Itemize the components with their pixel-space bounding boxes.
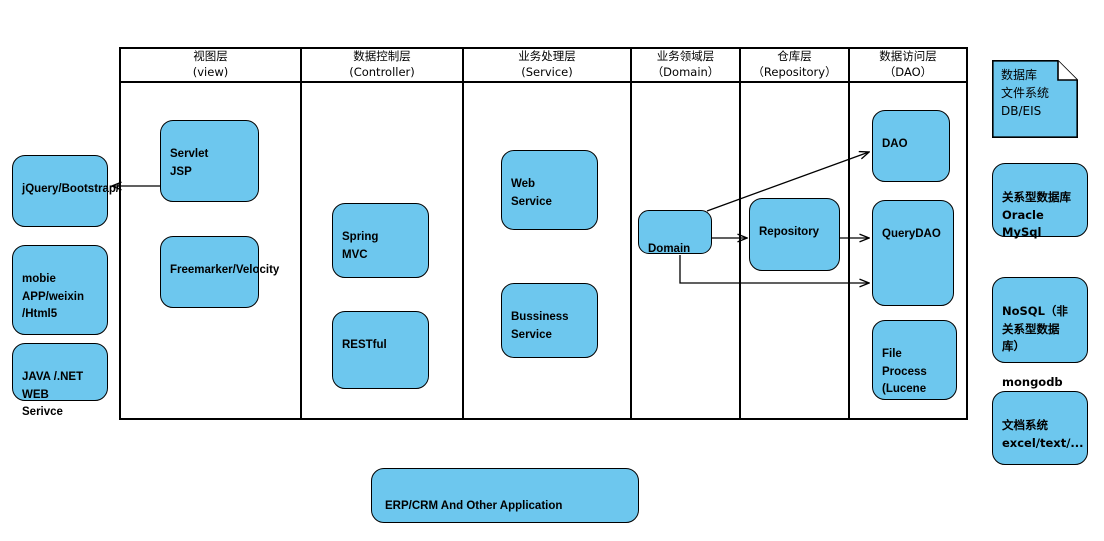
column-header-domain-cn: 业务领域层 <box>656 49 715 64</box>
erp-crm-box[interactable]: ERP/CRM And Other Application <box>371 468 639 523</box>
erp-crm-label: ERP/CRM And Other Application <box>385 499 563 512</box>
web-service-box[interactable]: Web Service <box>501 150 598 230</box>
column-header-controller: 数据控制层 (Controller) <box>302 49 464 81</box>
nosql-label: NoSQL（非关系型数据库） mongodb <box>1002 303 1068 390</box>
storage-note-label: 数据库 文件系统 DB/EIS <box>1001 68 1050 118</box>
docfs-box[interactable]: 文档系统 excel/text/... <box>992 391 1088 465</box>
restful-label: RESTful <box>342 338 387 351</box>
client-java-label: JAVA /.NET WEB Serivce <box>22 370 84 419</box>
column-header-service-cn: 业务处理层 <box>518 49 576 64</box>
rdbms-label: 关系型数据库 Oracle MySql <box>1002 189 1071 240</box>
client-java-box[interactable]: JAVA /.NET WEB Serivce <box>12 343 108 418</box>
file-process-label: File Process (Lucene <box>882 347 927 396</box>
column-header-service-en: (Service) <box>521 65 573 79</box>
column-body-view <box>121 83 302 418</box>
query-dao-box[interactable]: QueryDAO <box>872 200 954 306</box>
repository-box[interactable]: Repository <box>749 198 840 271</box>
layer-grid: 视图层 (view) 数据控制层 (Controller) 业务处理层 (Ser… <box>119 47 968 420</box>
column-header-domain-en: （Domain） <box>651 65 720 79</box>
business-service-box[interactable]: Bussiness Service <box>501 283 598 358</box>
column-header-view: 视图层 (view) <box>121 49 302 81</box>
freemarker-box[interactable]: Freemarker/Velocity <box>160 236 279 308</box>
query-dao-label: QueryDAO <box>882 227 941 240</box>
layer-body-row <box>121 83 966 418</box>
note-shape-icon <box>992 60 1078 138</box>
layer-header-row: 视图层 (view) 数据控制层 (Controller) 业务处理层 (Ser… <box>121 49 966 83</box>
column-header-controller-en: (Controller) <box>349 65 415 79</box>
column-header-service: 业务处理层 (Service) <box>464 49 632 81</box>
column-header-dao-en: （DAO） <box>883 65 933 79</box>
servlet-jsp-label: Servlet JSP <box>170 147 209 178</box>
freemarker-label: Freemarker/Velocity <box>170 263 280 276</box>
web-service-label: Web Service <box>511 177 552 208</box>
storage-note[interactable]: 数据库 文件系统 DB/EIS <box>992 60 1078 138</box>
client-mobile-label: mobie APP/weixin /Html5 <box>22 272 84 321</box>
column-header-view-cn: 视图层 <box>193 49 228 64</box>
docfs-label: 文档系统 excel/text/... <box>1002 417 1084 450</box>
column-header-dao-cn: 数据访问层 <box>879 49 937 64</box>
repository-label: Repository <box>759 225 820 238</box>
nosql-box[interactable]: NoSQL（非关系型数据库） mongodb <box>992 277 1088 389</box>
domain-label: Domain <box>648 242 691 255</box>
column-header-dao: 数据访问层 （DAO） <box>850 49 966 81</box>
column-body-controller <box>302 83 464 418</box>
column-header-domain: 业务领域层 （Domain） <box>632 49 741 81</box>
file-process-box[interactable]: File Process (Lucene <box>872 320 957 400</box>
servlet-jsp-box[interactable]: Servlet JSP <box>160 120 259 202</box>
dao-label: DAO <box>882 137 908 150</box>
dao-box[interactable]: DAO <box>872 110 950 182</box>
column-header-view-en: (view) <box>192 65 229 79</box>
domain-box[interactable]: Domain <box>638 210 712 255</box>
column-header-repository-en: （Repository） <box>752 65 837 79</box>
column-header-controller-cn: 数据控制层 <box>353 49 411 64</box>
column-body-domain <box>632 83 741 418</box>
restful-box[interactable]: RESTful <box>332 311 429 389</box>
business-service-label: Bussiness Service <box>511 310 569 341</box>
client-web-box[interactable]: jQuery/Bootstrap/EXT/... <box>12 155 154 227</box>
column-header-repository: 仓库层 （Repository） <box>741 49 850 81</box>
column-body-repository <box>741 83 850 418</box>
column-header-repository-cn: 仓库层 <box>777 49 812 64</box>
column-body-service <box>464 83 632 418</box>
spring-mvc-box[interactable]: Spring MVC <box>332 203 429 278</box>
rdbms-box[interactable]: 关系型数据库 Oracle MySql <box>992 163 1088 240</box>
spring-mvc-label: Spring MVC <box>342 230 379 261</box>
client-mobile-box[interactable]: mobie APP/weixin /Html5 <box>12 245 108 335</box>
